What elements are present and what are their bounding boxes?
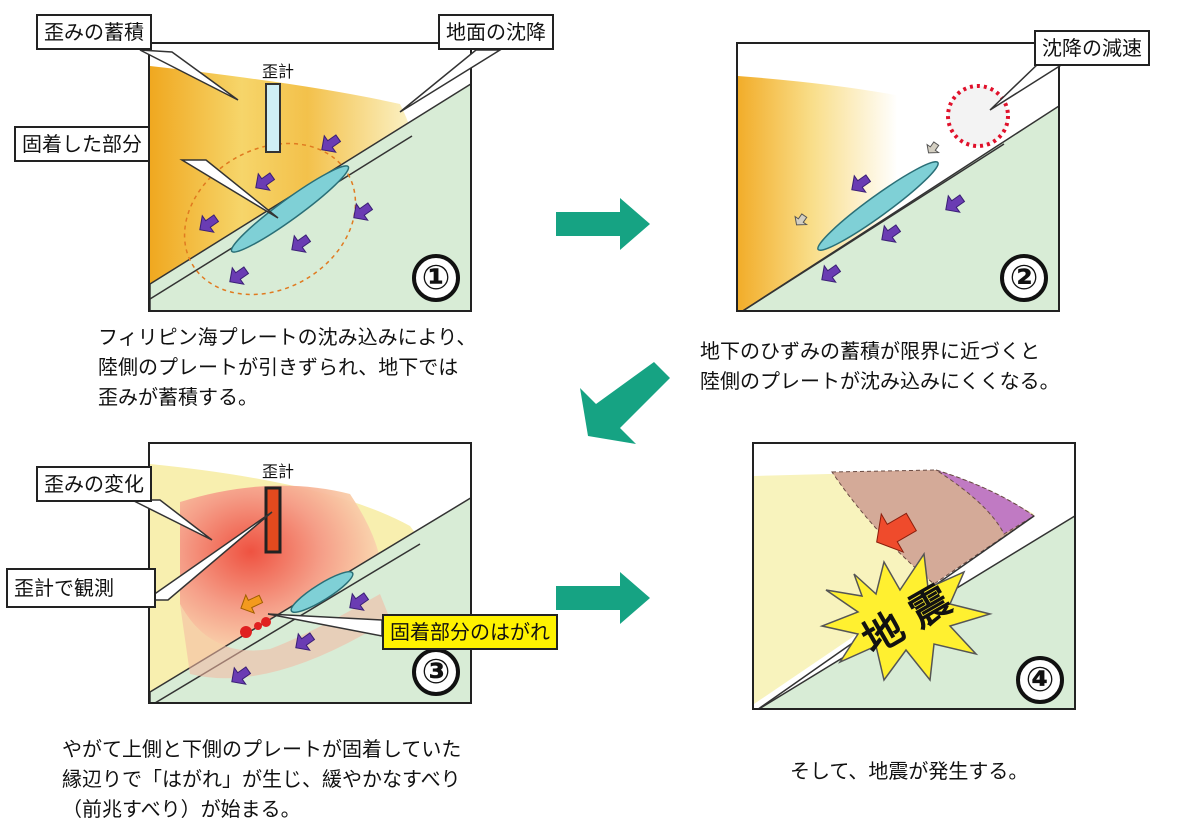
- caption-panel-2: 地下のひずみの蓄積が限界に近づくと 陸側のプレートが沈み込みにくくなる。: [700, 336, 1060, 396]
- label-fixed-part: 固着した部分: [14, 126, 150, 162]
- strain-change-lower: [180, 594, 390, 679]
- fixed-zone: [230, 165, 350, 253]
- caption-line: 陸側のプレートが引きずられ、地下では: [98, 355, 459, 379]
- label-strain-gauge-3: 歪計: [262, 462, 295, 481]
- panel-3-number: ③: [412, 648, 460, 696]
- panel-1-illustration: [150, 66, 470, 310]
- label-strain-change: 歪みの変化: [36, 466, 152, 502]
- caption-line: やがて上側と下側のプレートが固着していた: [62, 737, 462, 761]
- motion-arrows: [231, 592, 370, 685]
- caption-line: 陸側のプレートが沈み込みにくくなる。: [700, 369, 1060, 393]
- strain-zone: [150, 66, 412, 299]
- caption-line: そして、地震が発生する。: [790, 759, 1029, 783]
- label-observed-by-gauge: 歪計で観測: [6, 568, 156, 608]
- panel-4-illustration: [754, 469, 1074, 708]
- fixed-zone: [817, 161, 939, 251]
- strain-zone: [738, 76, 1004, 310]
- label-ground-subsidence: 地面の沈降: [438, 14, 554, 50]
- caption-line: （前兆すべり）が始まる。: [62, 797, 301, 821]
- caption-line: 歪みが蓄積する。: [98, 385, 258, 409]
- panel-1: ①: [148, 42, 472, 312]
- fixed-zone: [290, 571, 354, 613]
- arrow-3-to-4: [556, 572, 650, 624]
- label-strain-gauge-1: 歪計: [262, 62, 295, 81]
- arrow-1-to-2: [556, 198, 650, 250]
- panel-4-number: ④: [1016, 656, 1064, 704]
- slip-arrow: [876, 512, 918, 554]
- panel-2-number: ②: [1000, 254, 1048, 302]
- caption-panel-1: フィリピン海プレートの沈み込みにより、 陸側のプレートが引きずられ、地下では 歪…: [98, 322, 476, 412]
- caption-panel-4: そして、地震が発生する。: [790, 756, 1028, 786]
- strain-gauge-bar: [265, 83, 281, 153]
- arrow-2-to-3: [580, 362, 670, 444]
- panel-3: ③: [148, 442, 472, 704]
- caption-line: 縁辺りで「はがれ」が生じ、緩やかなすべり: [62, 767, 461, 791]
- small-arrows: [794, 141, 941, 226]
- strain-boundary: [183, 142, 357, 296]
- panel-4: ④: [752, 442, 1076, 710]
- caption-panel-3: やがて上側と下側のプレートが固着していた 縁辺りで「はがれ」が生じ、緩やかなすべ…: [62, 734, 461, 824]
- caption-line: フィリピン海プレートの沈み込みにより、: [98, 325, 477, 349]
- panel-2: ②: [736, 42, 1060, 312]
- panel-2-illustration: [738, 76, 1058, 310]
- caption-line: 地下のひずみの蓄積が限界に近づくと: [700, 339, 1040, 363]
- strain-gauge-bar: [264, 486, 282, 554]
- earthquake-burst: [819, 551, 993, 682]
- label-subsidence-slowdown: 沈降の減速: [1034, 30, 1150, 66]
- motion-arrows: [821, 174, 966, 283]
- dashed-circle: [946, 84, 1010, 148]
- panel-1-number: ①: [412, 254, 460, 302]
- label-strain-accumulation: 歪みの蓄積: [36, 14, 152, 50]
- label-detachment: 固着部分のはがれ: [382, 614, 558, 650]
